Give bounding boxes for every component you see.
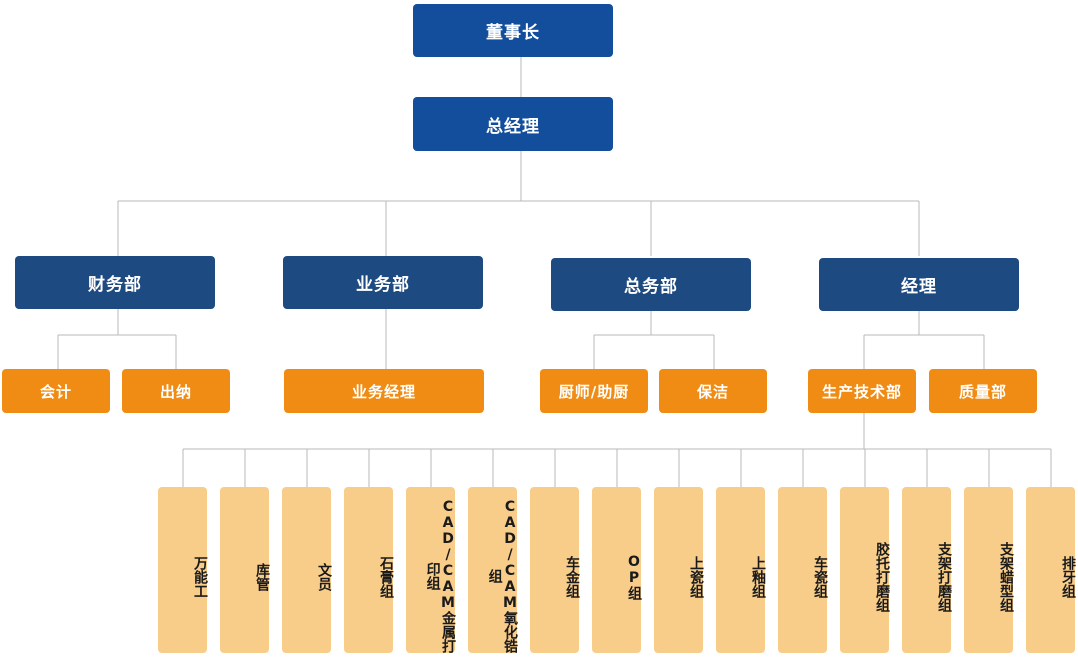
group-box: 支架打磨组: [902, 487, 952, 653]
group-box: 车金组: [530, 487, 580, 653]
team-cashier: 出纳: [122, 369, 230, 413]
team-quality: 质量部: [929, 369, 1037, 413]
dept-finance: 财务部: [15, 256, 215, 309]
group-box: CAD/CAM氧化锆组: [468, 487, 518, 653]
group-box: OP组: [592, 487, 642, 653]
group-box: 胶托打磨组: [840, 487, 890, 653]
chairman-box: 董事长: [413, 4, 613, 57]
group-box: 库管: [220, 487, 270, 653]
group-box: 车瓷组: [778, 487, 828, 653]
group-box: 上釉组: [716, 487, 766, 653]
group-box: CAD/CAM金属打印组: [406, 487, 456, 653]
team-chef: 厨师/助厨: [540, 369, 648, 413]
dept-business: 业务部: [283, 256, 483, 309]
group-box: 石膏组: [344, 487, 394, 653]
group-box: 排牙组: [1026, 487, 1076, 653]
group-box: 文员: [282, 487, 332, 653]
dept-manager: 经理: [819, 258, 1019, 311]
group-box: 支架蜡型组: [964, 487, 1014, 653]
group-box: 上瓷组: [654, 487, 704, 653]
team-accounting: 会计: [2, 369, 110, 413]
team-production-tech: 生产技术部: [808, 369, 916, 413]
general-manager-box: 总经理: [413, 97, 613, 151]
group-box: 万能工: [158, 487, 208, 653]
team-cleaning: 保洁: [659, 369, 767, 413]
team-business-manager: 业务经理: [284, 369, 484, 413]
dept-general-affairs: 总务部: [551, 258, 751, 311]
